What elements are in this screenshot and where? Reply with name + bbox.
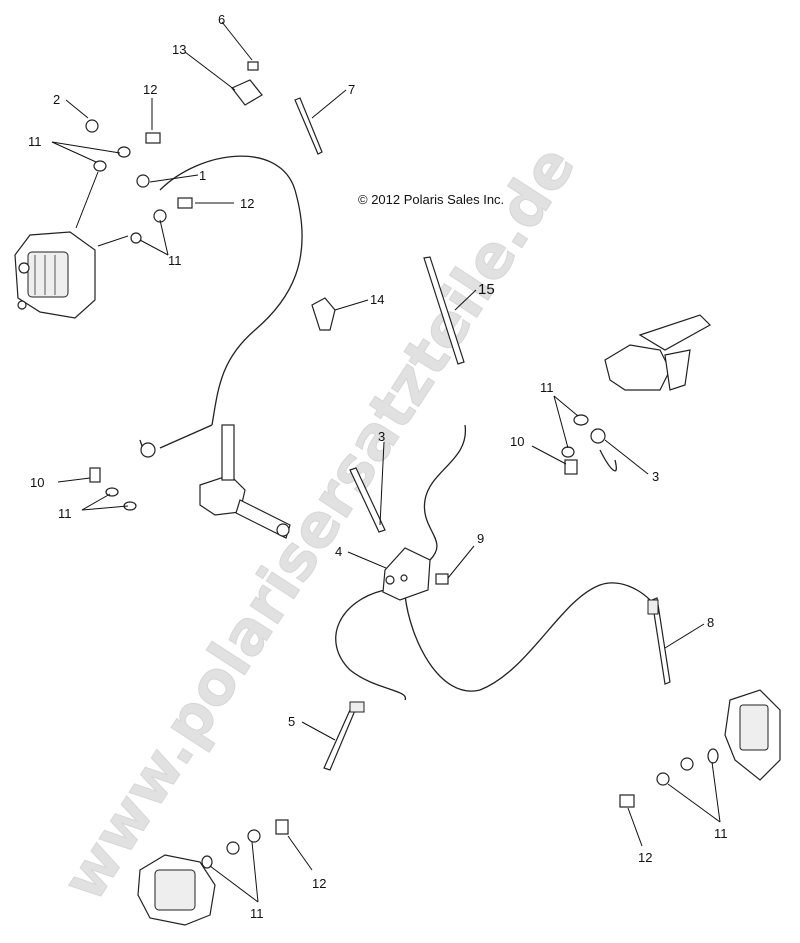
pushrod xyxy=(423,256,465,365)
callout-4: 4 xyxy=(335,544,342,559)
bolts xyxy=(89,61,635,835)
clip xyxy=(311,297,336,331)
brake-hose-rear-right xyxy=(647,597,671,685)
brake-line-front-right xyxy=(599,449,617,472)
callout-12-bottom: 12 xyxy=(312,876,326,891)
brake-line-rear-left xyxy=(335,589,406,701)
caliper-front-left xyxy=(14,231,96,319)
callout-6: 6 xyxy=(218,12,225,27)
callout-11-upper: 11 xyxy=(168,253,182,268)
callout-1: 1 xyxy=(199,168,206,183)
bracket xyxy=(231,79,263,106)
callout-12-right: 12 xyxy=(638,850,652,865)
callout-3-right: 3 xyxy=(652,469,659,484)
callout-12-upper: 12 xyxy=(143,82,157,97)
brake-line-rear-right xyxy=(404,582,651,692)
leader-lines xyxy=(51,21,721,903)
callout-15: 15 xyxy=(478,281,495,298)
callout-11-upper-left: 11 xyxy=(28,134,42,149)
callout-10-left: 10 xyxy=(30,475,44,490)
callout-11-lower-right: 11 xyxy=(714,826,728,841)
brake-hose-rear-left xyxy=(323,701,365,771)
callout-8: 8 xyxy=(707,615,714,630)
junction-block xyxy=(382,547,431,601)
brake-line-rear-upper xyxy=(419,424,466,566)
callout-10-right: 10 xyxy=(510,434,524,449)
copyright-text: © 2012 Polaris Sales Inc. xyxy=(358,192,504,207)
callout-13: 13 xyxy=(172,42,186,57)
callout-2: 2 xyxy=(53,92,60,107)
callout-labels: 1 2 3 3 4 5 6 7 8 9 10 10 11 11 11 11 11… xyxy=(28,12,728,921)
callout-7: 7 xyxy=(348,82,355,97)
callout-11-bottom: 11 xyxy=(250,906,264,921)
callout-11-left: 11 xyxy=(58,506,72,521)
brake-line-front-left xyxy=(139,155,303,456)
caliper-rear-right xyxy=(724,689,781,781)
callout-5: 5 xyxy=(288,714,295,729)
banjo-fittings xyxy=(85,119,694,855)
callout-3-center: 3 xyxy=(378,429,385,444)
callout-11-right: 11 xyxy=(540,380,554,395)
watermark-text: www.polarisersatzteile.de xyxy=(49,134,589,914)
brake-hose-center xyxy=(349,467,386,533)
master-cylinder xyxy=(199,424,291,539)
caliper-rear-left xyxy=(137,854,216,926)
callout-14: 14 xyxy=(370,292,384,307)
callout-12-mid: 12 xyxy=(240,196,254,211)
callout-9: 9 xyxy=(477,531,484,546)
brake-lever-assembly xyxy=(604,314,711,391)
rod xyxy=(294,97,323,155)
